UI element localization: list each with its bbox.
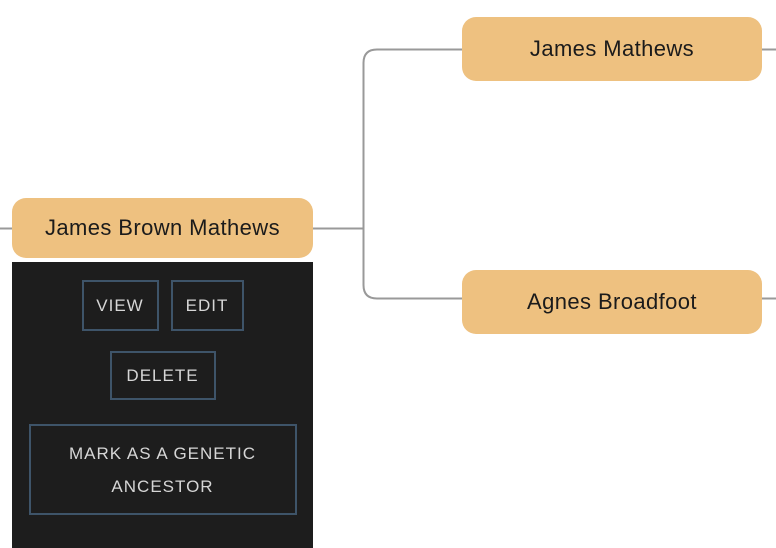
tree-node-father[interactable]: James Mathews xyxy=(462,17,762,81)
view-button[interactable]: VIEW xyxy=(81,280,159,331)
tree-node-focus[interactable]: James Brown Mathews xyxy=(12,198,313,258)
delete-button[interactable]: DELETE xyxy=(109,351,216,400)
father-node-label: James Mathews xyxy=(529,36,695,61)
focus-node-label: James Brown Mathews xyxy=(44,215,280,240)
mark-genetic-ancestor-button[interactable]: MARK AS A GENETIC ANCESTOR xyxy=(28,424,297,515)
edit-button[interactable]: EDIT xyxy=(170,280,244,331)
context-menu-row-2: DELETE xyxy=(109,331,216,400)
tree-node-mother[interactable]: Agnes Broadfoot xyxy=(462,270,762,334)
context-menu-row-3: MARK AS A GENETIC ANCESTOR xyxy=(28,400,297,515)
connector-parents-trunk xyxy=(362,48,462,300)
node-context-menu: VIEW EDIT DELETE MARK AS A GENETIC ANCES… xyxy=(12,262,313,548)
mother-node-label: Agnes Broadfoot xyxy=(527,289,697,314)
context-menu-row-1: VIEW EDIT xyxy=(81,280,244,331)
